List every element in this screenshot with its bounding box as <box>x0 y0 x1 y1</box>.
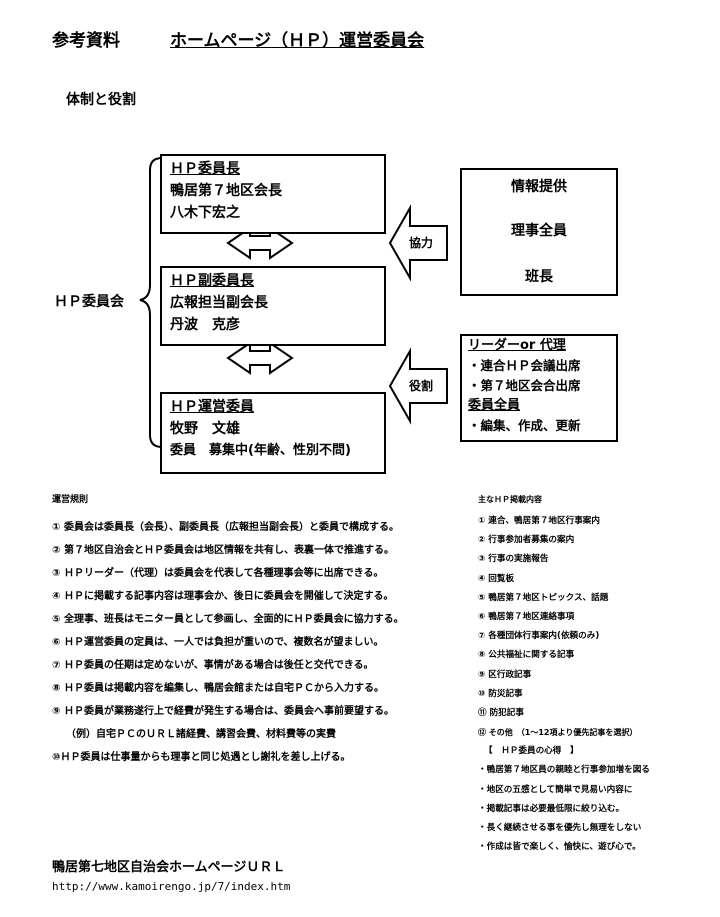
section-title: 体制と役割 <box>66 92 136 108</box>
contents-item: ⑦ 各種団体行事案内(依頼のみ) <box>478 631 600 642</box>
contents-item: ⑩ 防災記事 <box>478 688 523 699</box>
operating-rules: 運営規則 ① 委員会は委員長（会長）、副委員長（広報担当副会長）と委員で構成する… <box>52 490 472 769</box>
committee-label: ＨＰ委員会 <box>54 294 124 310</box>
rule-item: ⑩ＨＰ委員は仕事量からも理事と同じ処遇とし謝礼を差し上げる。 <box>52 752 351 763</box>
contents-item: ⑧ 公共福祉に関する記事 <box>478 650 575 661</box>
members-line-1: 牧野 文雄 <box>170 421 240 437</box>
rule-example: （例）自宅ＰＣのＵＲＬ諸経費、講習会費、材料費等の実費 <box>66 729 336 740</box>
contents-title: 主なＨＰ掲載内容 <box>478 495 542 504</box>
rule-item: ③ ＨＰリーダー（代理）は委員会を代表して各種理事会等に出席できる。 <box>52 568 384 579</box>
document-label: 参考資料 <box>52 31 120 51</box>
role-arrow <box>388 347 448 425</box>
footer-url: http://www.kamoirengo.jp/7/index.htm <box>52 880 291 893</box>
vertical-arrow-lower <box>226 341 294 375</box>
info-line-1: 情報提供 <box>511 179 567 195</box>
contents-item: ⑫ その他 （1～12項より優先記事を選択） <box>478 728 638 738</box>
contents-item: ⑪ 防犯記事 <box>478 707 524 718</box>
rules-title: 運営規則 <box>52 495 89 505</box>
contents-item: ⑨ 区行政記事 <box>478 669 532 680</box>
vice-chair-line-2: 丹波 克彦 <box>170 317 240 333</box>
info-line-3: 班長 <box>525 269 553 285</box>
chair-title: ＨＰ委員長 <box>170 161 240 177</box>
members-box: ＨＰ運営委員 牧野 文雄 委員 募集中(年齢、性別不問) <box>160 392 386 474</box>
chair-box: ＨＰ委員長 鴨居第７地区会長 八木下宏之 <box>160 154 386 234</box>
members-line-2: 委員 募集中(年齢、性別不問) <box>170 443 351 458</box>
mind-title: 【 ＨＰ委員の心得 】 <box>484 746 579 757</box>
cooperation-label: 協力 <box>409 236 434 250</box>
mind-item: ・鴨居第７地区員の親睦と行事参加増を図る <box>478 765 650 776</box>
contents-item: ① 連合、鴨居第７地区行事案内 <box>478 516 600 526</box>
rule-item: ⑨ ＨＰ委員が業務遂行上で経費が発生する場合は、委員会へ事前要望する。 <box>52 706 394 717</box>
rule-item: ⑥ ＨＰ運営委員の定員は、一人では負担が重いので、複数名が望ましい。 <box>52 637 384 648</box>
info-line-2: 理事全員 <box>511 223 567 239</box>
leader-line-2: ・第７地区会合出席 <box>468 378 581 393</box>
chair-line-2: 八木下宏之 <box>170 205 240 221</box>
mind-item: ・長く継続させる事を優先し無理をしない <box>478 823 642 833</box>
leader-line-1: ・連合ＨＰ会議出席 <box>468 358 581 373</box>
rule-item: ① 委員会は委員長（会長）、副委員長（広報担当副会長）と委員で構成する。 <box>52 522 399 533</box>
vice-chair-line-1: 広報担当副会長 <box>170 295 268 311</box>
rule-item: ⑦ ＨＰ委員の任期は定めないが、事情がある場合は後任と交代できる。 <box>52 660 374 671</box>
vice-chair-box: ＨＰ副委員長 広報担当副会長 丹波 克彦 <box>160 266 386 346</box>
contents-item: ⑤ 鴨居第７地区トピックス、話題 <box>478 592 609 603</box>
mind-item: ・作成は皆で楽しく、愉快に、遊び心で。 <box>478 842 641 853</box>
info-box: 情報提供 理事全員 班長 <box>460 168 618 296</box>
footer-title: 鴨居第七地区自治会ホームページＵＲＬ <box>52 860 286 875</box>
leader-box: リーダーor 代理 ・連合ＨＰ会議出席 ・第７地区会合出席 委員全員 ・編集、作… <box>460 334 618 442</box>
org-chart-diagram <box>139 157 448 448</box>
mind-item: ・地区の五感として簡単で見易い内容に <box>478 784 633 795</box>
main-contents: 主なＨＰ掲載内容 ① 連合、鴨居第７地区行事案内 ② 行事参加者募集の案内 ③ … <box>478 490 714 857</box>
contents-item: ③ 行事の実施報告 <box>478 554 549 565</box>
all-members-title: 委員全員 <box>468 398 521 413</box>
mind-item: ・掲載記事は必要最低限に絞り込む。 <box>478 803 625 814</box>
leader-title: リーダーor 代理 <box>468 338 566 353</box>
contents-item: ② 行事参加者募集の案内 <box>478 535 575 546</box>
chair-line-1: 鴨居第７地区会長 <box>170 183 282 199</box>
rule-item: ② 第７地区自治会とＨＰ委員会は地区情報を共有し、表裏一体で推進する。 <box>52 545 394 556</box>
leader-line-3: ・編集、作成、更新 <box>468 418 581 433</box>
rule-item: ④ ＨＰに掲載する記事内容は理事会か、後日に委員会を開催して決定する。 <box>52 591 394 602</box>
cooperation-arrow <box>388 204 448 282</box>
committee-brace <box>139 157 163 448</box>
rule-item: ⑧ ＨＰ委員は掲載内容を編集し、鴨居会館または自宅ＰＣから入力する。 <box>52 683 384 694</box>
rule-item: ⑤ 全理事、班長はモニター員として参画し、全面的にＨＰ委員会に協力する。 <box>52 614 404 625</box>
contents-item: ④ 回覧板 <box>478 573 515 584</box>
role-label: 役割 <box>409 379 434 393</box>
contents-item: ⑥ 鴨居第７地区連絡事項 <box>478 611 575 622</box>
members-title: ＨＰ運営委員 <box>170 399 254 415</box>
document-title: ホームページ（ＨＰ）運営委員会 <box>170 31 425 51</box>
vice-chair-title: ＨＰ副委員長 <box>170 273 254 289</box>
